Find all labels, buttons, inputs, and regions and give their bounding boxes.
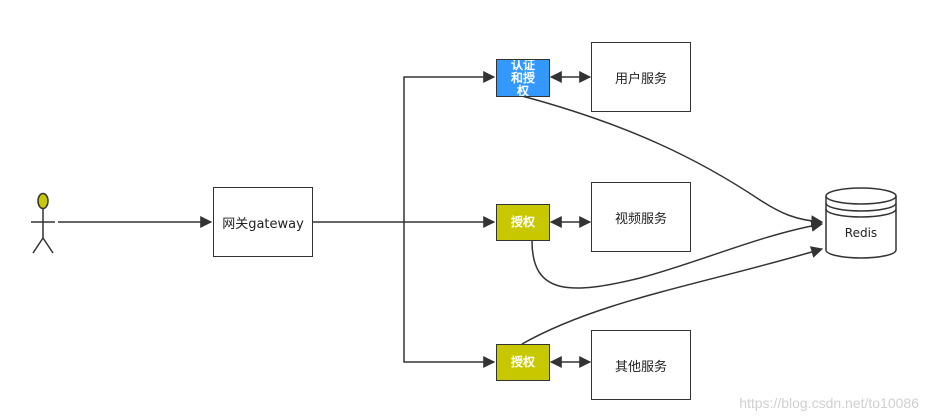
auth-full-node: 认证和授权 [496,59,550,97]
user-actor-icon [31,192,55,254]
watermark: https://blog.csdn.net/to10086 [739,395,919,411]
video-service-node: 视频服务 [591,182,691,252]
auth-video-label: 授权 [510,215,535,229]
auth-service-bidirectional-arrows [549,71,592,368]
other-service-node: 其他服务 [591,330,691,400]
auth-video-node: 授权 [496,204,550,241]
gateway-routing-lines [313,71,496,368]
user-service-label: 用户服务 [614,71,667,87]
auth-other-node: 授权 [496,344,550,381]
gateway-node: 网关gateway [213,187,313,257]
redis-label: Redis [844,226,878,240]
user-service-node: 用户服务 [591,42,691,112]
redis-database-icon [825,187,897,259]
redis-connection-curves [521,95,824,345]
video-service-label: 视频服务 [614,211,667,227]
other-service-label: 其他服务 [614,359,667,375]
auth-other-label: 授权 [510,355,535,369]
auth-full-label: 认证和授权 [510,59,535,97]
gateway-label: 网关gateway [222,216,304,232]
